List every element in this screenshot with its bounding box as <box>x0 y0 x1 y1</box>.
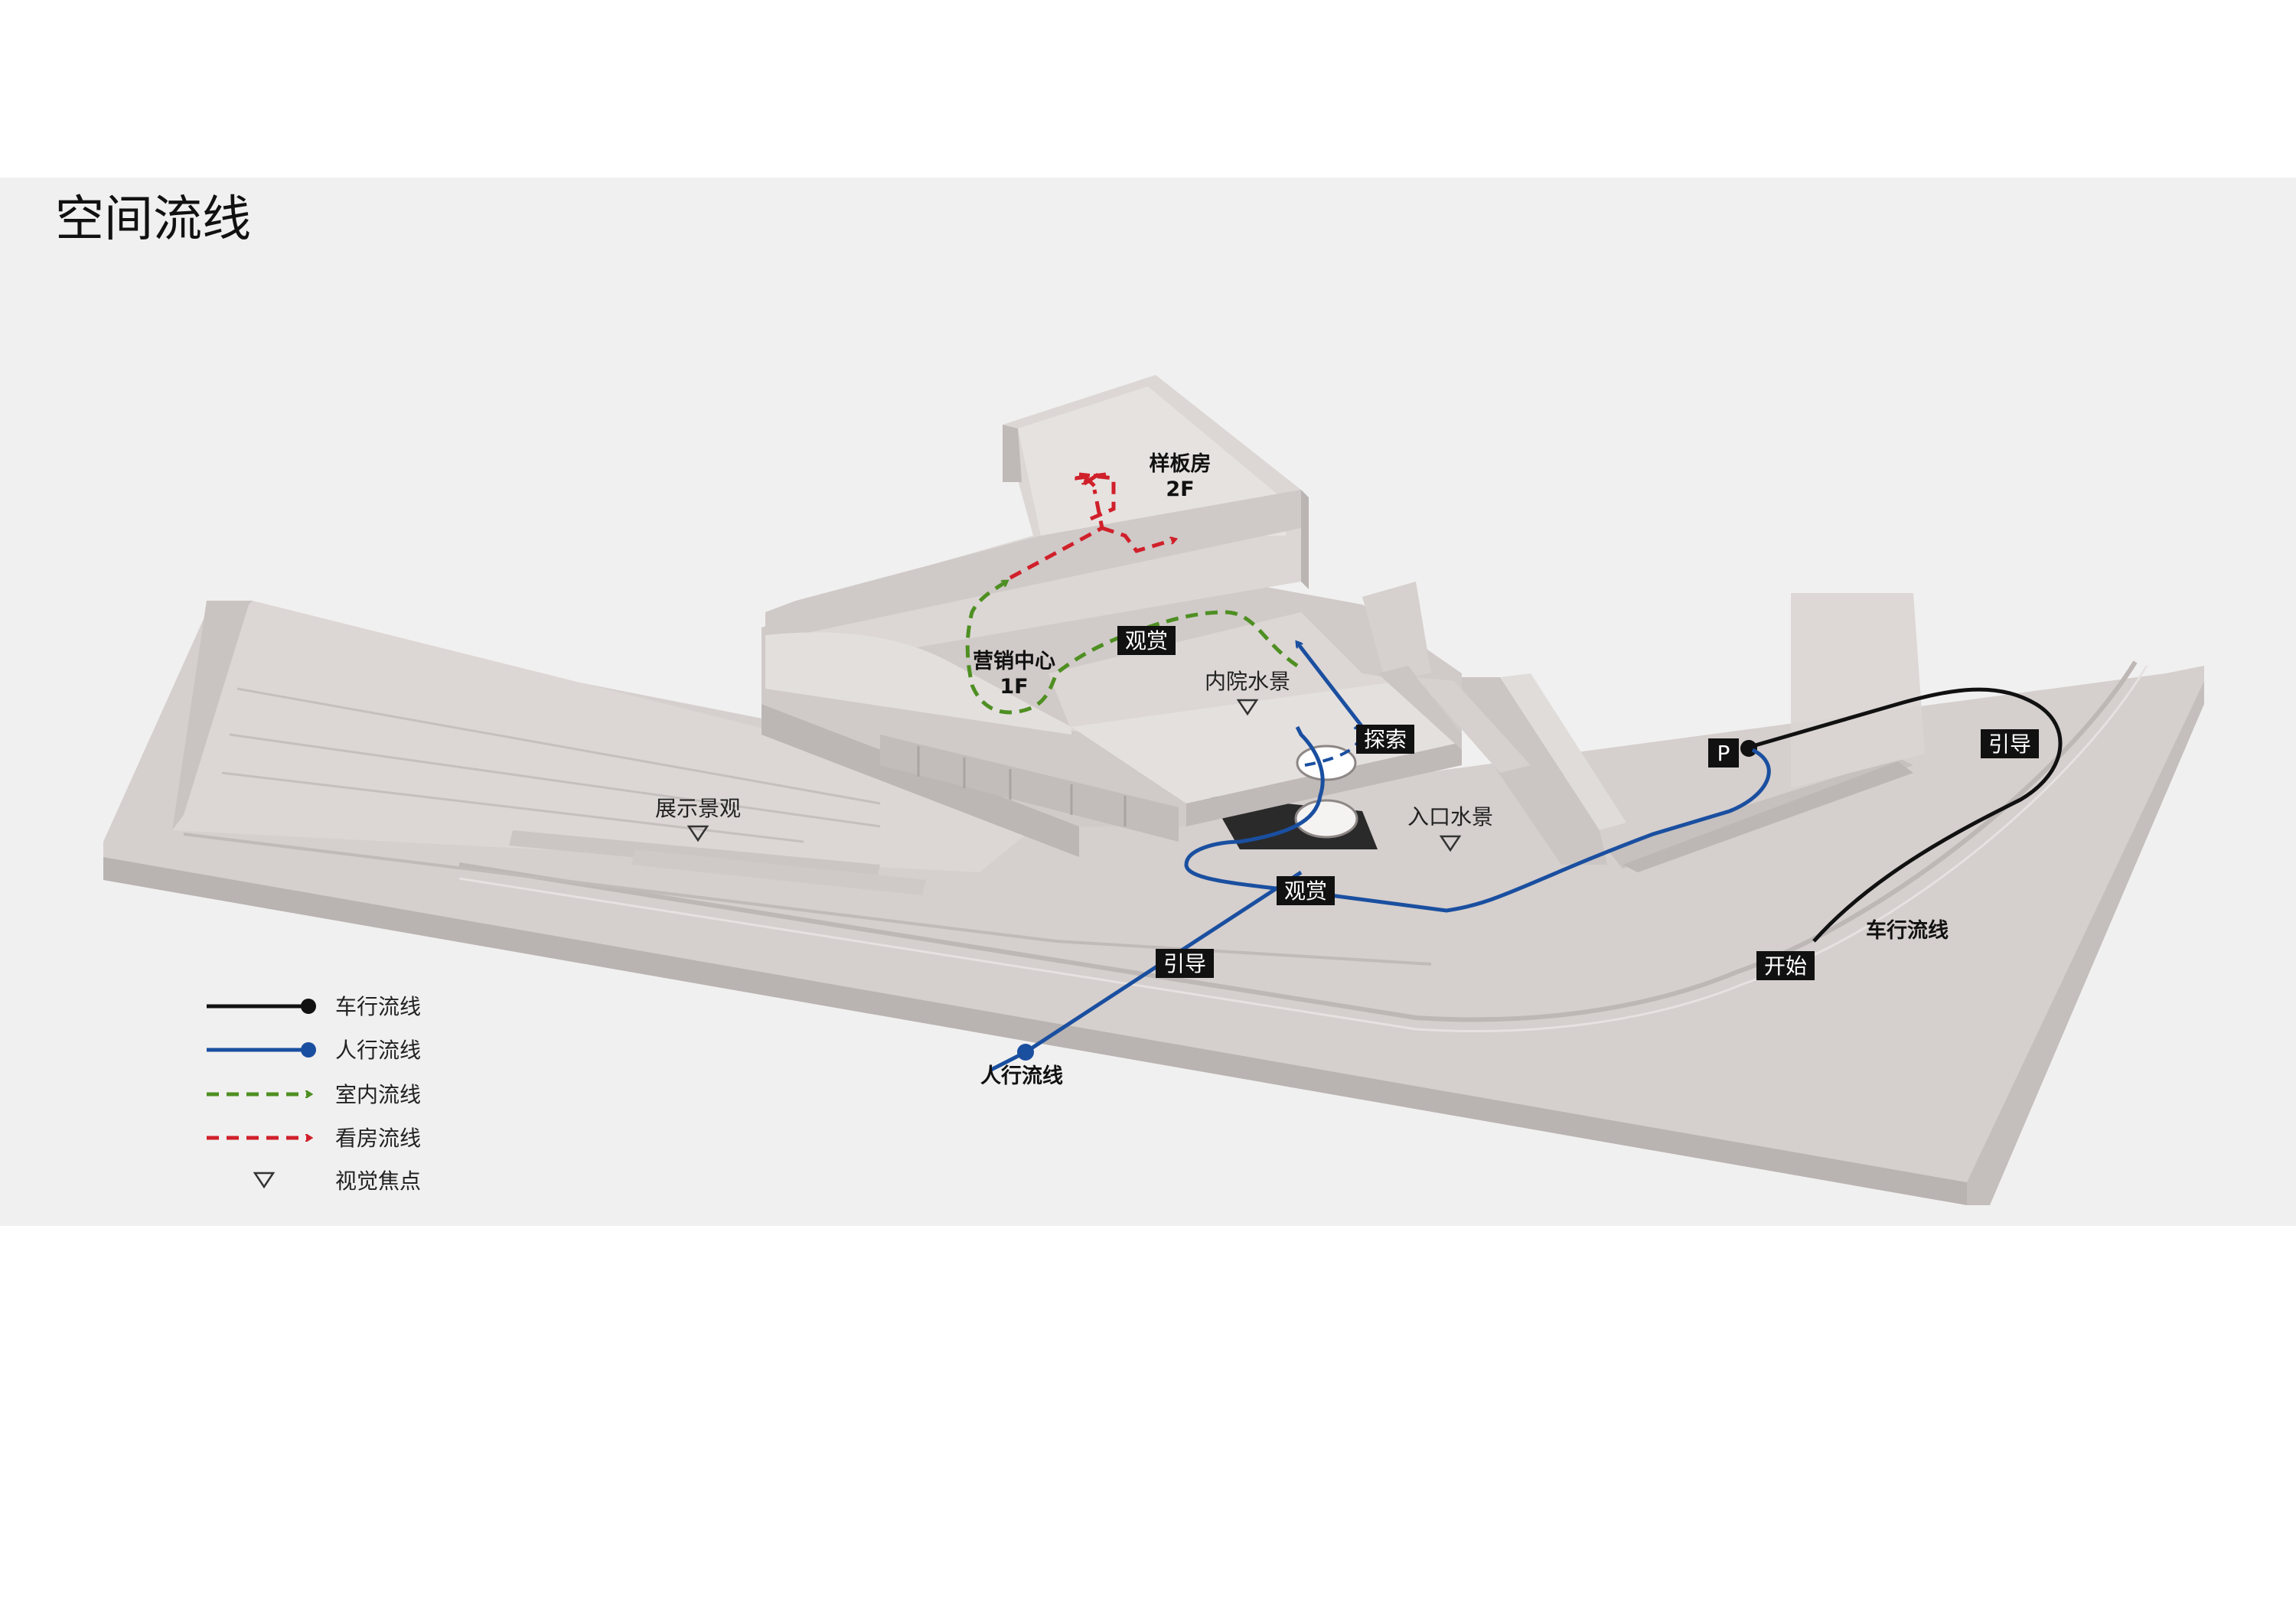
vehicle-path-dot <box>1740 740 1757 757</box>
focus-inner-court-label: 内院水景 <box>1205 669 1290 694</box>
indoor-path <box>965 582 1299 715</box>
legend: 车行流线 人行流线 室内流线 看房流线 视觉焦点 <box>207 994 421 1194</box>
sales-building <box>762 375 1531 857</box>
focus-entrance-label: 入口水景 <box>1407 804 1493 829</box>
pedestrian-path-dot <box>1017 1044 1034 1061</box>
page-title: 空间流线 <box>55 191 251 248</box>
legend-item-focus: 视觉焦点 <box>253 1168 421 1194</box>
svg-text:人行流线: 人行流线 <box>335 1038 421 1063</box>
entrance-wall <box>1454 593 1925 872</box>
svg-text:观赏: 观赏 <box>1284 878 1327 904</box>
pedestrian-path-label: 人行流线 <box>980 1064 1063 1088</box>
triangle-icon <box>253 1172 276 1189</box>
svg-text:P: P <box>1717 741 1730 766</box>
tag-guide-vehicle: 引导 <box>1981 729 2039 758</box>
tag-start: 开始 <box>1756 951 1815 980</box>
vehicle-path <box>1740 687 2063 943</box>
tag-explore: 探索 <box>1356 725 1414 754</box>
svg-text:引导: 引导 <box>1163 951 1206 976</box>
legend-item-vehicle: 车行流线 <box>207 994 421 1019</box>
viewing-path <box>1009 472 1175 580</box>
svg-text:看房流线: 看房流线 <box>335 1126 421 1151</box>
focus-entrance-icon <box>1439 835 1462 852</box>
model-room-floor: 2F <box>1166 477 1194 501</box>
svg-text:室内流线: 室内流线 <box>335 1082 421 1107</box>
focus-exhibition-label: 展示景观 <box>655 796 741 821</box>
tag-view-pedestrian: 观赏 <box>1277 876 1335 905</box>
legend-item-indoor: 室内流线 <box>207 1082 421 1107</box>
focus-inner-court-icon <box>1236 699 1259 716</box>
svg-text:开始: 开始 <box>1764 953 1807 979</box>
landscape-strip <box>172 601 1432 966</box>
svg-text:引导: 引导 <box>1988 732 2031 757</box>
tag-parking: P <box>1708 738 1739 768</box>
svg-text:视觉焦点: 视觉焦点 <box>335 1168 421 1194</box>
tag-guide-pedestrian: 引导 <box>1156 949 1214 978</box>
svg-text:观赏: 观赏 <box>1125 628 1168 653</box>
svg-text:探索: 探索 <box>1364 727 1407 752</box>
legend-item-viewing: 看房流线 <box>207 1126 421 1151</box>
vehicle-path-label: 车行流线 <box>1866 918 1949 943</box>
tag-view-indoor: 观赏 <box>1117 626 1176 655</box>
legend-item-pedestrian: 人行流线 <box>207 1038 421 1063</box>
sales-center-floor: 1F <box>1000 675 1028 699</box>
focus-exhibition-icon <box>687 825 709 842</box>
svg-text:车行流线: 车行流线 <box>335 994 421 1019</box>
model-room-label: 样板房 <box>1150 451 1212 476</box>
sales-center-label: 营销中心 <box>973 650 1055 673</box>
